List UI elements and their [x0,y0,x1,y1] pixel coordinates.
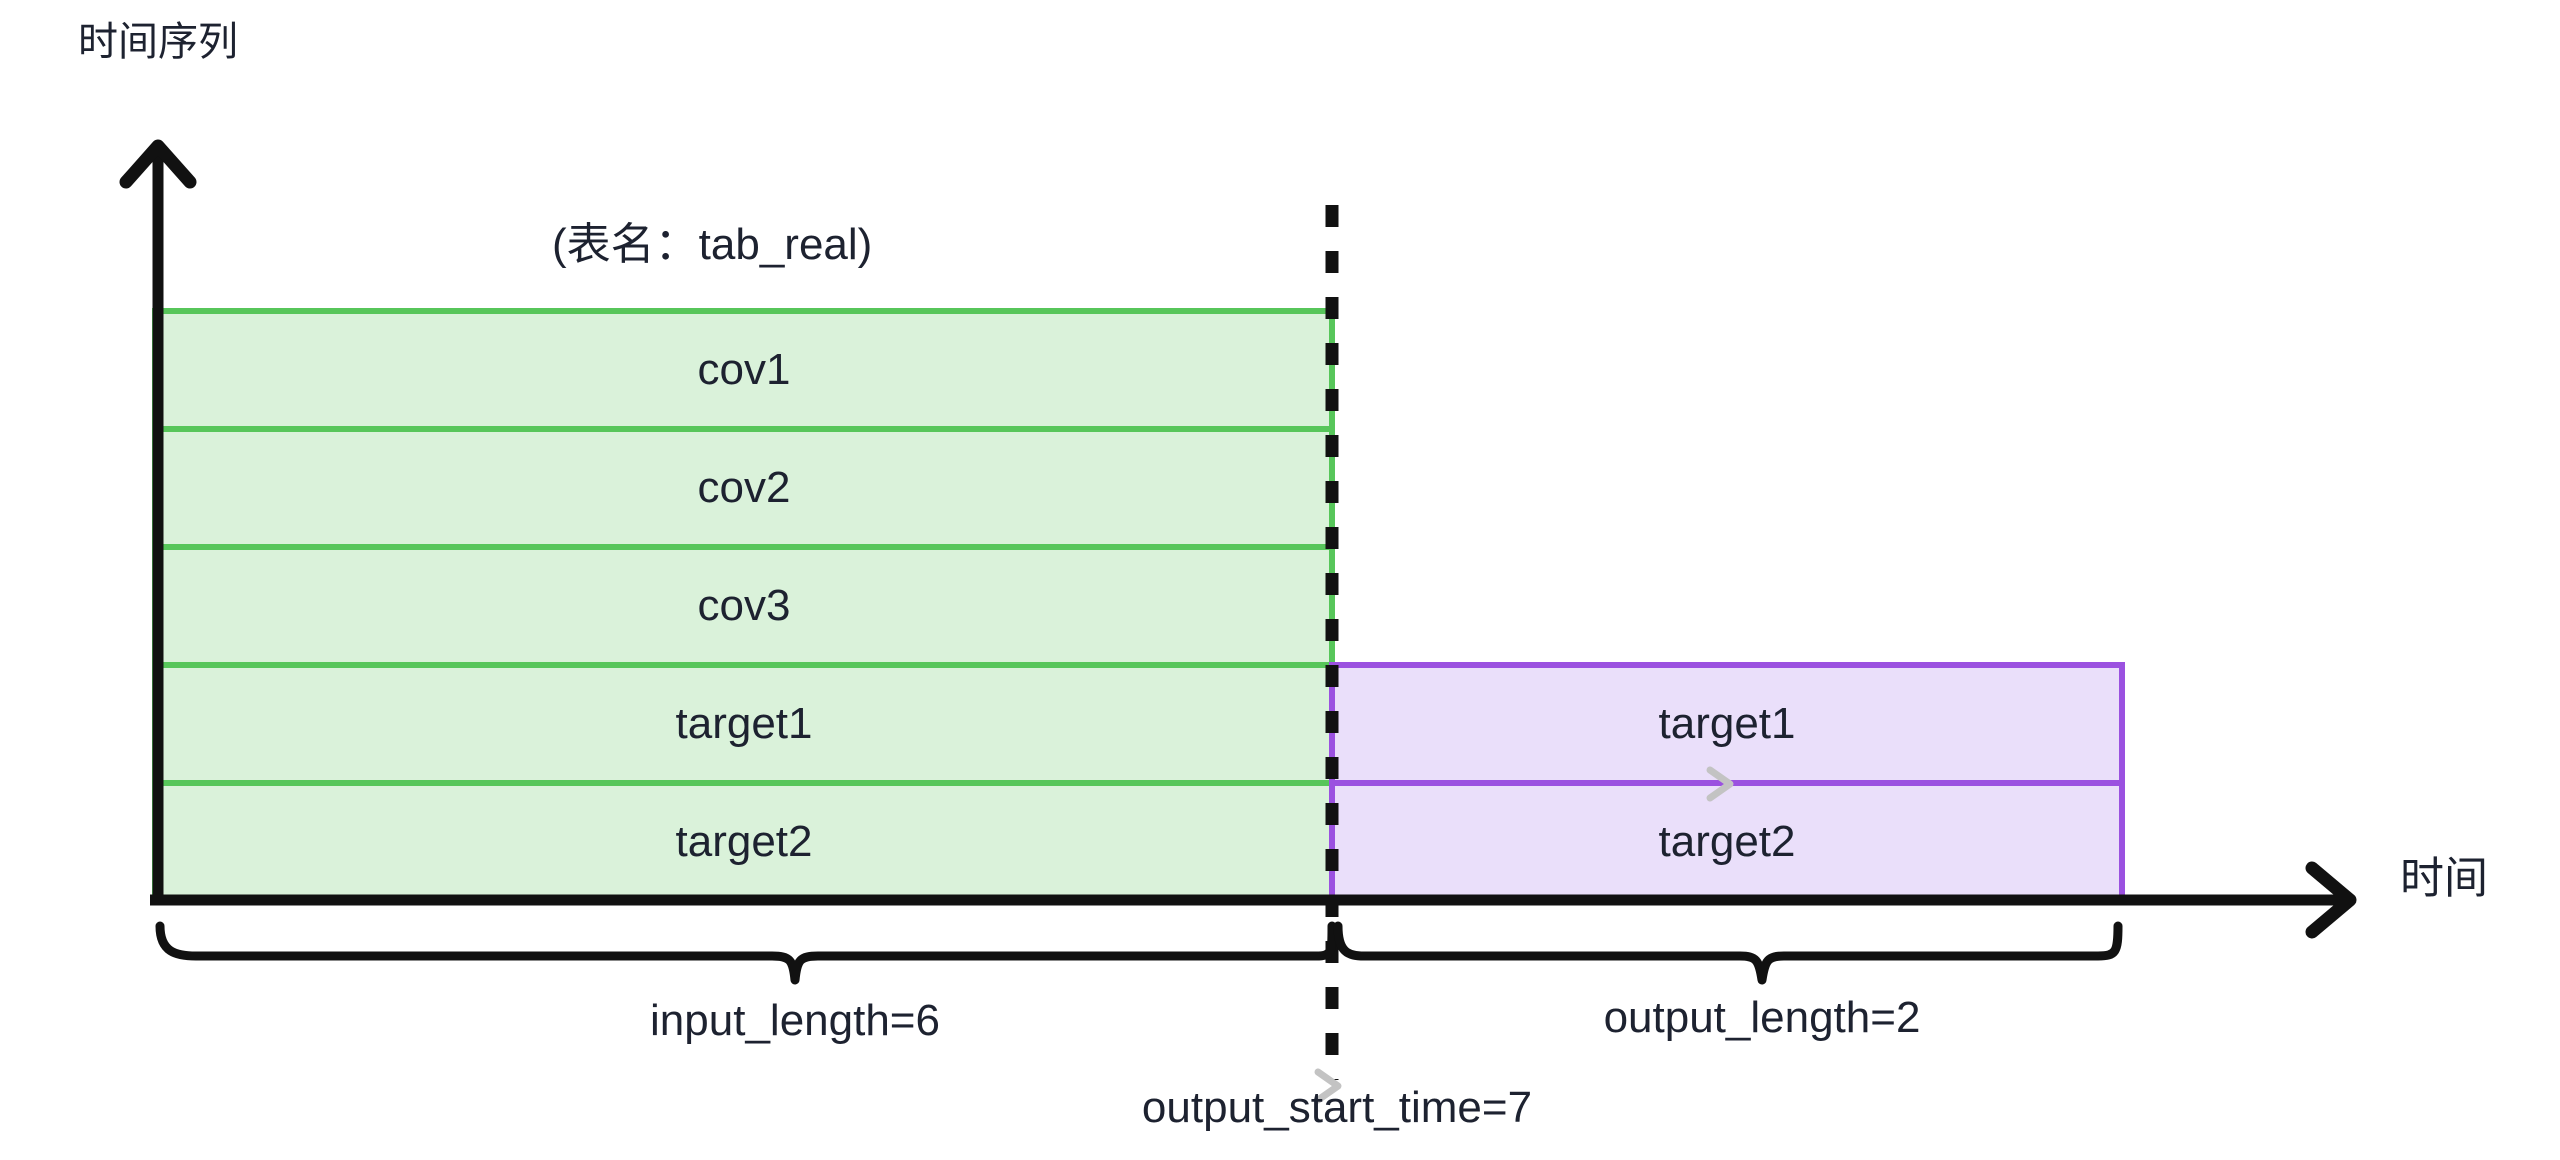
history-region [152,308,1335,904]
forecast-label-target1: target1 [1658,699,1796,748]
output-length-brace [1333,921,2123,985]
output-start-time-label: output_start_time=7 [1141,1083,1533,1132]
history-label-target1: target1 [675,699,813,748]
history-band-cov2 [152,426,1335,550]
x-axis [150,861,2357,939]
page-title: 时间序列 [78,20,238,64]
input-length-brace [155,921,1337,985]
right-arrow-icon [2305,861,2357,939]
forecast-region [1329,662,2125,904]
history-label-cov2: cov2 [697,463,791,512]
table-name-label: (表名：tab_real) [552,220,873,269]
input-length-label: input_length=6 [650,996,940,1045]
x-axis-label: 时间 [2400,854,2488,903]
forecast-marker-arrow-icon [1706,766,1734,802]
start-time-marker-arrow-icon [1314,1068,1342,1104]
up-arrow-icon [119,139,197,189]
history-label-cov1: cov1 [697,345,791,394]
y-axis [119,139,197,900]
output-length-label: output_length=2 [1603,993,1921,1042]
history-label-cov3: cov3 [697,581,791,630]
history-label-target2: target2 [675,817,813,866]
forecast-label-target2: target2 [1658,817,1796,866]
